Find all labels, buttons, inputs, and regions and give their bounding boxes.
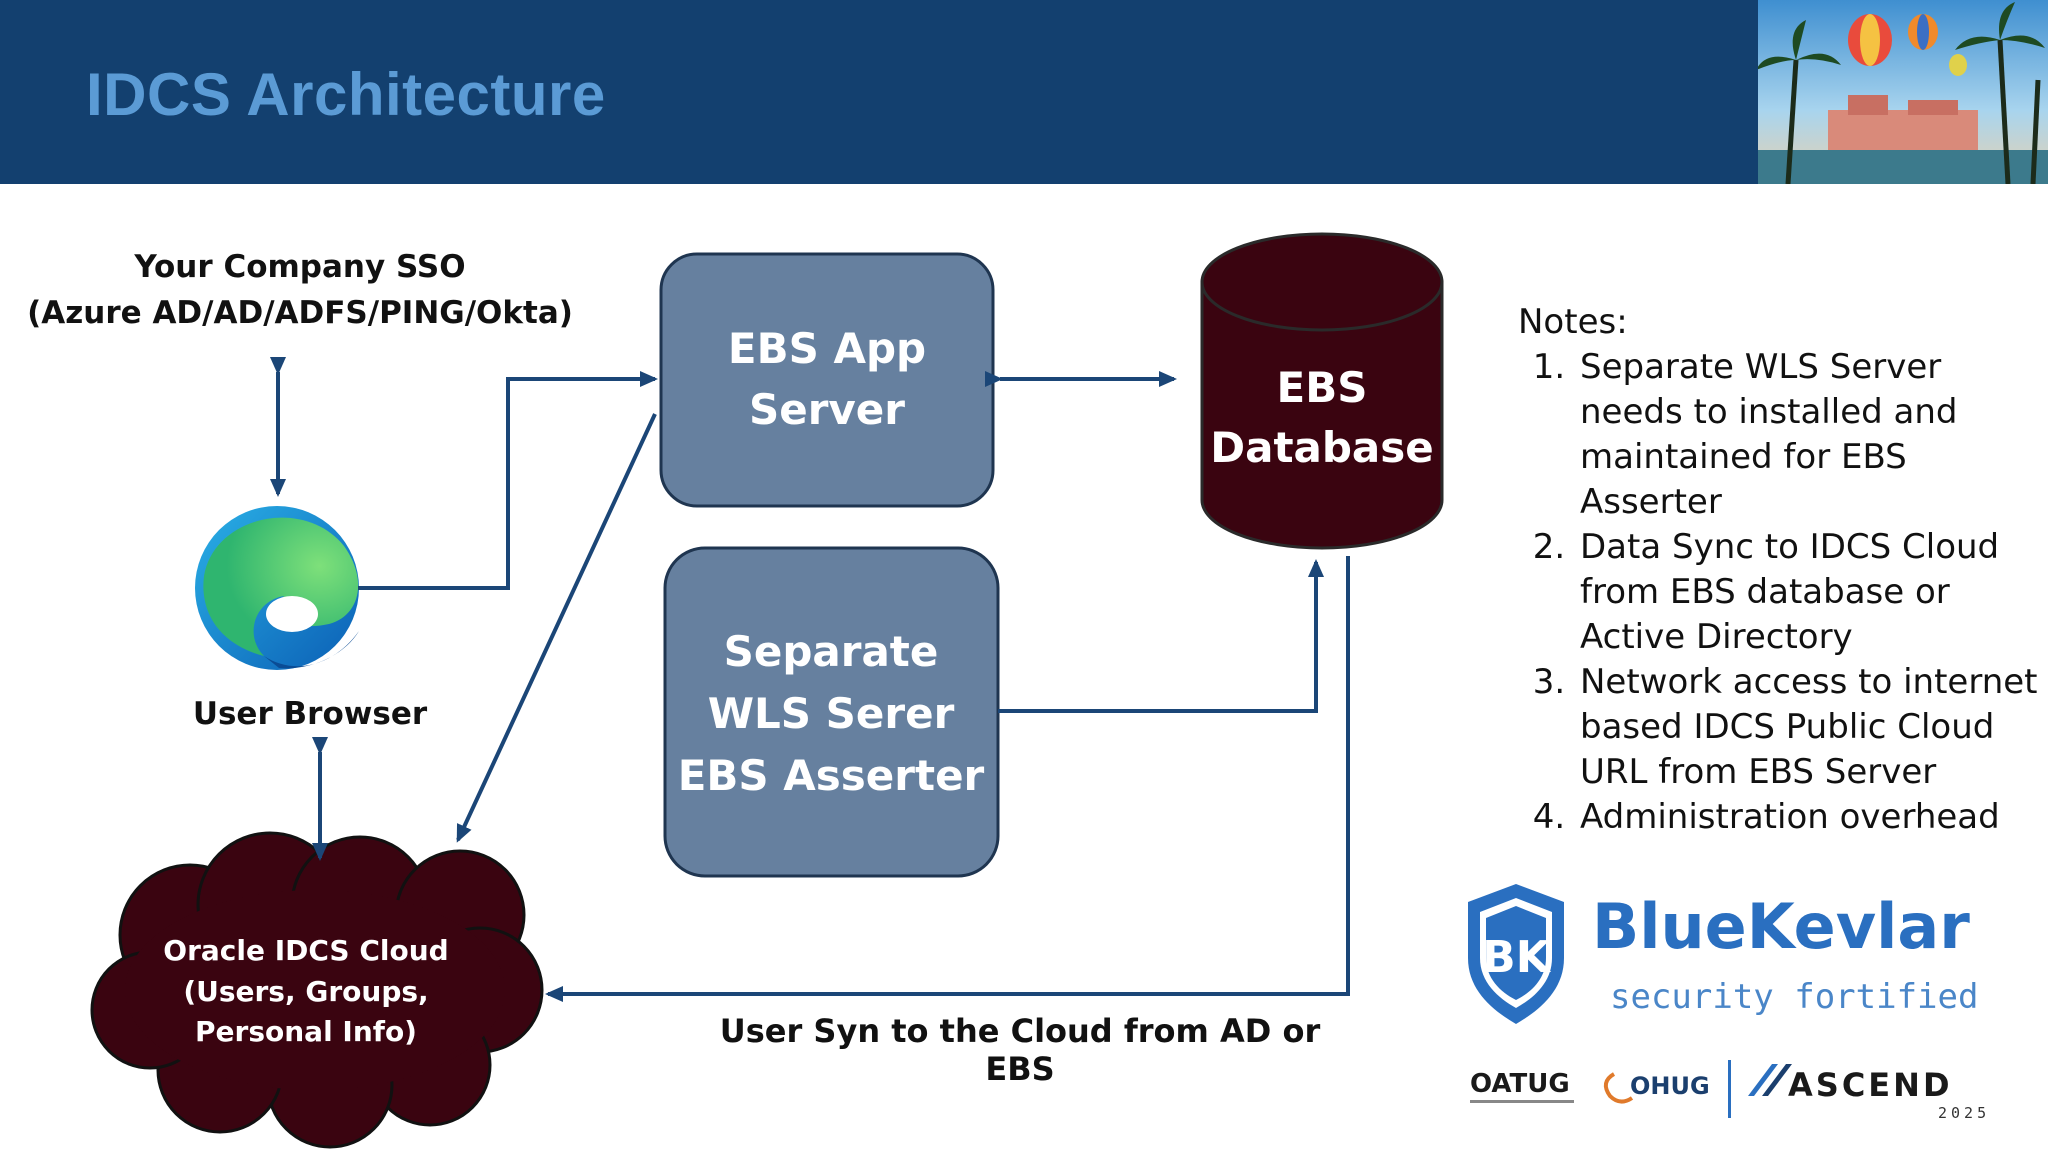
note-item: Separate WLS Server needs to installed a… <box>1576 345 2038 525</box>
oracle-idcs-cloud-shape <box>90 831 544 1149</box>
bluekevlar-logo: BK BlueKevlar security fortified <box>1460 880 2020 1030</box>
wls-db-connector <box>998 559 1324 713</box>
partner-logos: OATUG OHUG ASCEND 2025 <box>1466 1050 2026 1128</box>
sso-label-line1: Your Company SSO <box>134 249 466 285</box>
db-label-line2: Database <box>1210 423 1434 472</box>
ebs-app-server-box <box>659 252 995 508</box>
partner-oatug: OATUG <box>1470 1069 1570 1099</box>
notes-list: Separate WLS Server needs to installed a… <box>1518 345 2038 840</box>
partner-ohug: OHUG <box>1630 1072 1710 1100</box>
browser-app-connector <box>358 371 658 590</box>
app-server-label-line1: EBS App <box>728 324 926 373</box>
partner-ascend-year: 2025 <box>1938 1104 1990 1122</box>
balloon-scene-image <box>1758 0 2048 184</box>
logo-initials: BK <box>1482 932 1552 983</box>
db-cloud-sync-connector <box>545 556 1350 1002</box>
cloud-label-line3: Personal Info) <box>195 1015 417 1048</box>
note-item: Data Sync to IDCS Cloud from EBS databas… <box>1576 525 2038 660</box>
wls-label-line1: Separate <box>724 627 939 676</box>
wls-label-line2: WLS Serer <box>708 689 955 738</box>
cloud-label-line1: Oracle IDCS Cloud <box>163 934 448 967</box>
sso-label-line2: (Azure AD/AD/ADFS/PING/Okta) <box>27 295 573 331</box>
slide-header <box>0 0 2048 184</box>
wls-label-line3: EBS Asserter <box>678 751 985 800</box>
slide-title: IDCS Architecture <box>86 61 606 128</box>
notes-heading: Notes: <box>1518 302 1628 342</box>
sso-label: Your Company SSO (Azure AD/AD/ADFS/PING/… <box>20 244 580 336</box>
notes-panel: Notes: Separate WLS Server needs to inst… <box>1518 300 2038 840</box>
browser-label: User Browser <box>192 696 428 732</box>
cloud-label-line2: (Users, Groups, <box>183 975 428 1008</box>
partner-ascend: ASCEND <box>1788 1066 1953 1104</box>
db-label-line1: EBS <box>1277 363 1368 412</box>
note-item: Administration overhead <box>1576 795 2038 840</box>
logo-name: BlueKevlar <box>1592 890 1970 963</box>
app-server-label-line2: Server <box>749 385 905 434</box>
app-cloud-connector <box>456 413 657 843</box>
edge-browser-icon <box>195 506 359 670</box>
ebs-database-cylinder <box>1200 232 1444 550</box>
sync-label: User Syn to the Cloud from AD or EBS <box>719 1012 1321 1088</box>
logo-tagline: security fortified <box>1610 977 1978 1017</box>
note-item: Network access to internet based IDCS Pu… <box>1576 660 2038 795</box>
